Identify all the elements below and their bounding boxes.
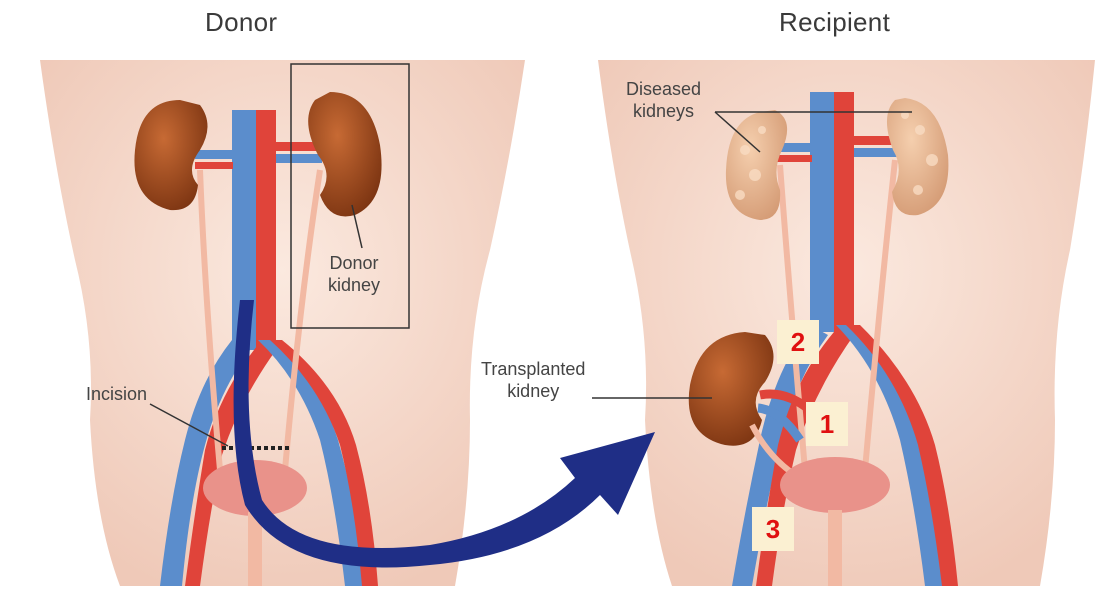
diseased-kidneys-label: Diseased kidneys [626, 79, 702, 121]
recipient-title: Recipient [779, 7, 891, 37]
transplanted-kidney [688, 332, 774, 446]
donor-kidney [308, 92, 382, 217]
marker-3: 3 [752, 507, 794, 551]
donor-kidney-label: Donor kidney [328, 253, 381, 295]
donor-title: Donor [205, 7, 278, 37]
transfer-arrow [233, 300, 656, 568]
transplanted-kidney-label: Transplanted kidney [481, 359, 586, 401]
marker-1: 1 [806, 402, 848, 446]
diseased-kidney-cysts [735, 111, 938, 200]
donor-left-kidney [134, 100, 208, 211]
marker-2: 2 [777, 320, 819, 364]
donor-vessels [160, 110, 378, 586]
incision-label: Incision [86, 384, 148, 404]
donor-kidney-highlight-box [290, 63, 410, 329]
recipient-bladder [780, 457, 890, 513]
diseased-right-kidney [886, 98, 949, 216]
